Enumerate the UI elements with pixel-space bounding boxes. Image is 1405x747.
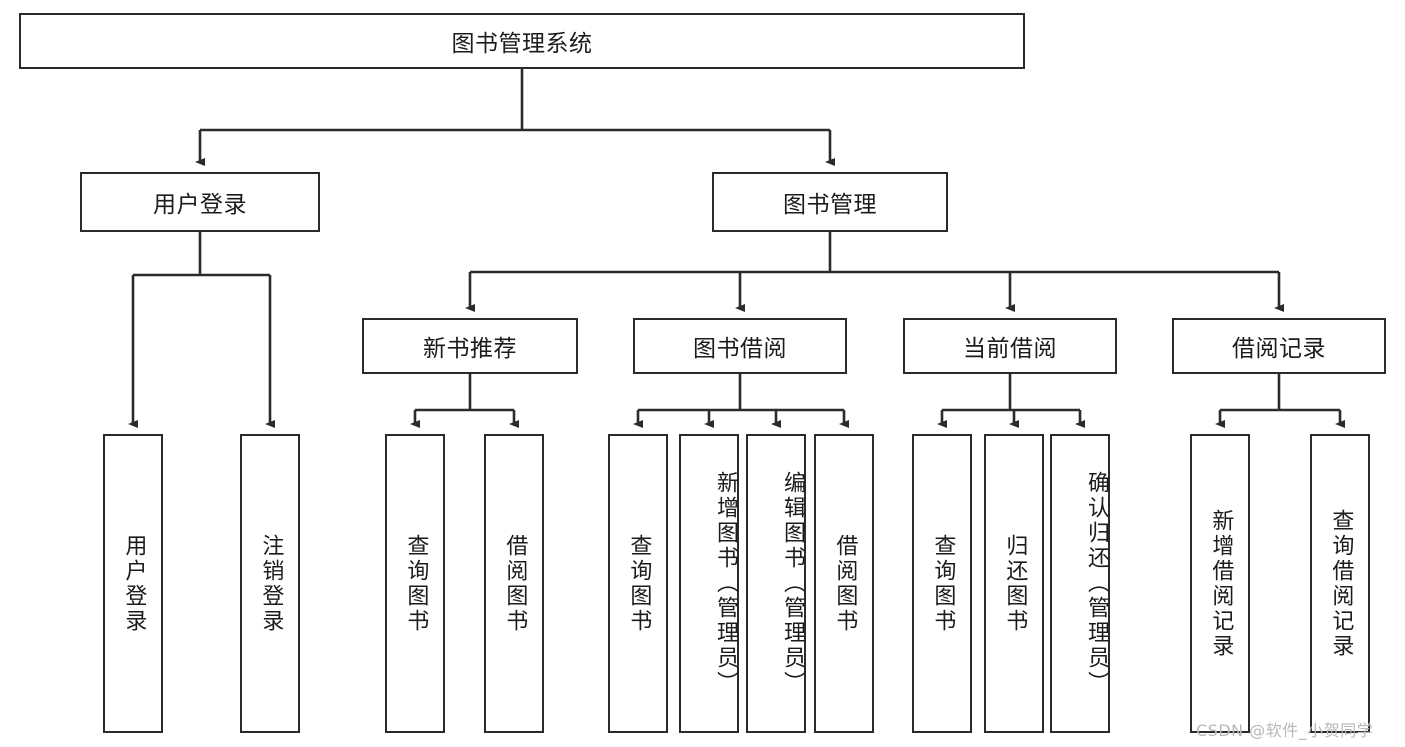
leaf-query-book-current[interactable]: 查询图书 <box>912 434 972 733</box>
leaf-user-login[interactable]: 用户登录 <box>103 434 163 733</box>
node-user-login[interactable]: 用户登录 <box>80 172 320 232</box>
leaf-add-borrow-record[interactable]: 新增借阅记录 <box>1190 434 1250 733</box>
node-book-borrow[interactable]: 图书借阅 <box>633 318 847 374</box>
leaf-query-borrow-record[interactable]: 查询借阅记录 <box>1310 434 1370 733</box>
csdn-watermark: CSDN @软件_小贺同学 <box>1196 721 1374 740</box>
node-book-management[interactable]: 图书管理 <box>712 172 948 232</box>
leaf-add-book-admin[interactable]: 新增图书（管理员） <box>679 434 739 733</box>
node-new-book-recommend[interactable]: 新书推荐 <box>362 318 578 374</box>
leaf-borrow-book-recommend[interactable]: 借阅图书 <box>484 434 544 733</box>
leaf-edit-book-admin[interactable]: 编辑图书（管理员） <box>746 434 806 733</box>
leaf-borrow-book[interactable]: 借阅图书 <box>814 434 874 733</box>
node-current-borrow[interactable]: 当前借阅 <box>903 318 1117 374</box>
leaf-logout[interactable]: 注销登录 <box>240 434 300 733</box>
node-borrow-record[interactable]: 借阅记录 <box>1172 318 1386 374</box>
leaf-query-book-borrow[interactable]: 查询图书 <box>608 434 668 733</box>
leaf-return-book[interactable]: 归还图书 <box>984 434 1044 733</box>
leaf-confirm-return-admin[interactable]: 确认归还（管理员） <box>1050 434 1110 733</box>
leaf-query-book-recommend[interactable]: 查询图书 <box>385 434 445 733</box>
node-root[interactable]: 图书管理系统 <box>19 13 1025 69</box>
